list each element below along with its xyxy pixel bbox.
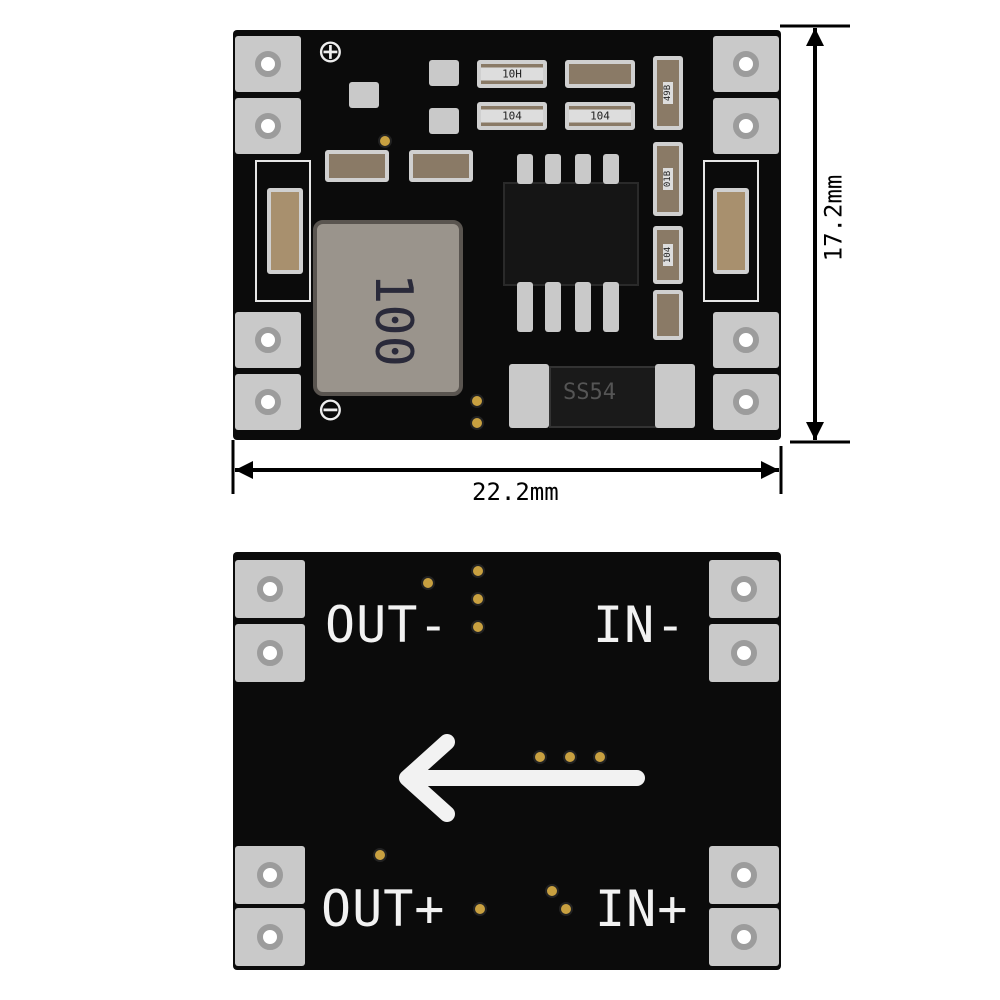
capacitor-left [267,188,303,274]
label-out-plus: OUT+ [321,880,446,938]
label-in-plus: IN+ [595,880,689,938]
pad-left-2 [235,98,301,154]
back-pad-right-4 [709,908,779,966]
ic-pin-bot-3 [575,282,591,332]
capacitor-small-1 [325,150,389,182]
transistor-pad-2 [429,60,459,86]
back-via-3 [471,592,485,606]
ic-pin-top-1 [517,154,533,184]
resistor-104-side-label: 104 [663,244,673,266]
back-pad-right-1 [709,560,779,618]
inductor-marking: 100 [363,273,423,367]
capacitor-small-2 [409,150,473,182]
back-via-1 [421,576,435,590]
ic-pin-bot-1 [517,282,533,332]
capacitor-small-side [653,290,683,340]
plus-symbol: ⊕ [317,32,344,70]
height-dimension-label: 17.2mm [819,174,848,262]
ic-pin-top-4 [603,154,619,184]
diode-marking: SS54 [563,380,616,405]
pad-right-1 [713,36,779,92]
resistor-104-b: 104 [565,102,635,130]
back-via-10 [545,884,559,898]
diode-pad-left [509,364,549,428]
resistor-01B-label: 01B [663,168,673,190]
resistor-10H: 10H [477,60,547,88]
back-via-2 [471,564,485,578]
via-3 [378,134,392,148]
resistor-104-a: 104 [477,102,547,130]
via-2 [470,416,484,430]
back-pad-right-2 [709,624,779,682]
pad-right-2 [713,98,779,154]
back-via-6 [563,750,577,764]
ic-pin-bot-4 [603,282,619,332]
back-pad-left-2 [235,624,305,682]
inductor [313,220,463,396]
ic-pin-bot-2 [545,282,561,332]
minus-symbol: ⊖ [317,390,344,428]
pcb-front: ⊕ ⊖ 10H 104 104 49B 01B 104 100 SS54 [233,30,781,440]
resistor-10H-label: 10H [481,67,543,81]
ic-pin-top-3 [575,154,591,184]
arrow-left-icon [399,734,645,822]
back-via-11 [559,902,573,916]
width-dimension-label: 22.2mm [472,478,559,506]
pcb-back: OUT- IN- OUT+ IN+ [233,552,781,970]
back-via-4 [471,620,485,634]
pad-right-4 [713,374,779,430]
capacitor-right [713,188,749,274]
resistor-01B: 01B [653,142,683,216]
back-via-9 [473,902,487,916]
back-via-8 [373,848,387,862]
transistor-pad-1 [349,82,379,108]
pad-left-4 [235,374,301,430]
silk-left-cap [255,160,311,302]
resistor-104-a-label: 104 [481,109,543,123]
resistor-49B-label: 49B [663,82,673,104]
back-via-7 [593,750,607,764]
ic-chip [503,182,639,286]
pad-left-1 [235,36,301,92]
back-via-5 [533,750,547,764]
silk-right-cap [703,160,759,302]
pad-left-3 [235,312,301,368]
back-pad-left-4 [235,908,305,966]
resistor-104-side: 104 [653,226,683,284]
resistor-49B: 49B [653,56,683,130]
pad-right-3 [713,312,779,368]
resistor-104-b-label: 104 [569,109,631,123]
label-out-minus: OUT- [325,596,450,654]
ic-pin-top-2 [545,154,561,184]
back-pad-right-3 [709,846,779,904]
diode-pad-right [655,364,695,428]
transistor-pad-3 [429,108,459,134]
back-pad-left-3 [235,846,305,904]
label-in-minus: IN- [593,596,687,654]
via-1 [470,394,484,408]
resistor-top-right [565,60,635,88]
back-pad-left-1 [235,560,305,618]
